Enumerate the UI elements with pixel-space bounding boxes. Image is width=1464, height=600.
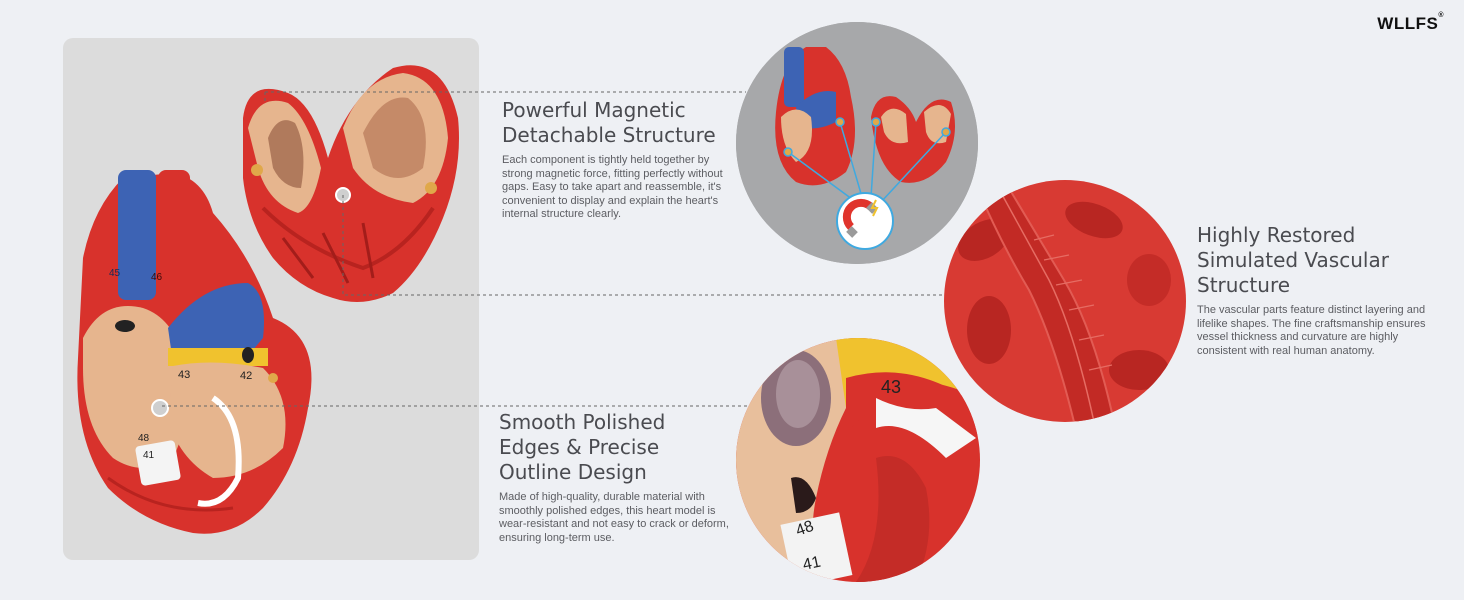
feature-description: The vascular parts feature distinct laye…: [1197, 304, 1426, 357]
registered-mark: ®: [1438, 12, 1444, 19]
label-45: 45: [109, 268, 121, 279]
magnet-icon: [836, 192, 894, 250]
label-46: 46: [151, 272, 163, 283]
polished-edges-closeup-circle: 43 48 41: [736, 338, 980, 582]
feature-title: Powerful Magnetic Detachable Structure: [502, 98, 742, 148]
brand-name: WLLFS: [1377, 14, 1439, 33]
feature-vascular-structure: Highly Restored Simulated Vascular Struc…: [1197, 223, 1437, 358]
label-41: 41: [143, 450, 155, 461]
detached-heart-half: [243, 65, 459, 302]
feature-title-line: Detachable Structure: [502, 123, 716, 147]
feature-title: Highly Restored Simulated Vascular Struc…: [1197, 223, 1437, 298]
label-41: 41: [801, 554, 822, 574]
label-48: 48: [794, 518, 817, 540]
heart-model-illustration: 43 42 41 48 45 46: [77, 65, 459, 534]
feature-magnetic-structure: Powerful Magnetic Detachable Structure E…: [502, 98, 742, 222]
feature-title-line: Smooth Polished: [499, 410, 666, 434]
feature-polished-edges: Smooth Polished Edges & Precise Outline …: [499, 410, 739, 545]
vascular-closeup-image: [944, 180, 1186, 422]
magnet-detail-image: [736, 22, 978, 264]
feature-description: Made of high-quality, durable material w…: [499, 491, 729, 544]
label-48: 48: [138, 433, 150, 444]
main-heart-body: 43 42 41 48 45 46: [77, 170, 312, 534]
feature-title-line: Simulated Vascular: [1197, 248, 1389, 272]
feature-description: Each component is tightly held together …: [502, 154, 723, 220]
polished-edges-closeup-image: 43 48 41: [736, 338, 980, 582]
feature-title-line: Outline Design: [499, 460, 647, 484]
label-43: 43: [178, 369, 190, 381]
label-42: 42: [240, 370, 252, 382]
vascular-closeup-circle: [944, 180, 1186, 422]
feature-title-line: Powerful Magnetic: [502, 98, 686, 122]
magnet-detail-circle: [736, 22, 978, 264]
label-43: 43: [881, 377, 901, 397]
feature-title: Smooth Polished Edges & Precise Outline …: [499, 410, 739, 485]
feature-title-line: Structure: [1197, 273, 1291, 297]
brand-logo: WLLFS®: [1377, 12, 1444, 34]
feature-title-line: Highly Restored: [1197, 223, 1356, 247]
feature-title-line: Edges & Precise: [499, 435, 660, 459]
